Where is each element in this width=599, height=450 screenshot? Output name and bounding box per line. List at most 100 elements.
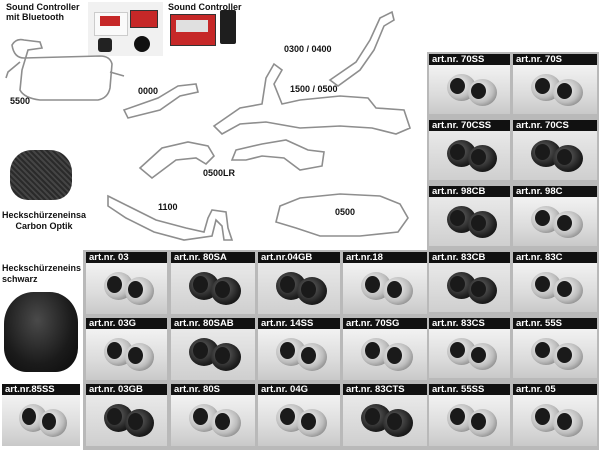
part-0300-outline: [328, 10, 395, 87]
tip-tile-label: art.nr. 70CSS: [429, 120, 510, 131]
tip-tile[interactable]: art.nr. 83CS: [429, 318, 510, 378]
part-1100-label: 1100: [158, 202, 178, 212]
tip-tile-label: art.nr. 05: [513, 384, 597, 395]
tip-tile-label: art.nr. 70CS: [513, 120, 597, 131]
tip-opening-shape: [387, 281, 402, 298]
tip-pipe-shape: [468, 79, 497, 106]
part-0500lr-label: 0500LR: [203, 168, 236, 178]
tip-tile[interactable]: art.nr. 70SS: [429, 54, 510, 114]
tip-opening-shape: [557, 83, 572, 99]
tip-tile-label: art.nr. 80SA: [171, 252, 255, 263]
tip-tile-label: art.nr. 83C: [513, 252, 597, 263]
tip-opening-shape: [387, 413, 402, 430]
tip-opening-shape: [128, 413, 143, 430]
tip-tile[interactable]: art.nr. 83CTS: [343, 384, 427, 446]
tip-pipe-shape: [468, 409, 497, 437]
tip-photo: [513, 131, 597, 180]
tip-tile[interactable]: art.nr. 03G: [86, 318, 167, 380]
tip-opening-shape: [450, 342, 465, 358]
tip-tile[interactable]: art.nr.04GB: [258, 252, 340, 314]
tip-opening-shape: [280, 408, 295, 425]
tip-tile-label: art.nr. 83CS: [429, 318, 510, 329]
tip-tile[interactable]: art.nr. 80S: [171, 384, 255, 446]
tip-photo: [258, 263, 340, 314]
part-5500-label: 5500: [10, 96, 31, 106]
tip-tile-label: art.nr. 55SS: [429, 384, 510, 395]
sound-controller-label: Sound Controller: [168, 2, 242, 12]
tip-photo: [343, 329, 427, 380]
tip-pipe-shape: [468, 211, 497, 238]
tip-photo: [429, 197, 510, 246]
tip-tile[interactable]: art.nr. 05: [513, 384, 597, 446]
tip-opening-shape: [301, 413, 316, 430]
tip-opening-shape: [471, 413, 486, 430]
tip-pipe-shape: [211, 277, 241, 305]
tip-opening-shape: [535, 342, 550, 358]
tip-opening-shape: [557, 347, 572, 363]
tip-tile-label: art.nr. 98CB: [429, 186, 510, 197]
tip-photo: [258, 329, 340, 380]
part-0000-label: 0000: [138, 86, 159, 96]
tip-tile[interactable]: art.nr. 03GB: [86, 384, 167, 446]
tip-tile[interactable]: art.nr. 80SAB: [171, 318, 255, 380]
tip-tile[interactable]: art.nr. 98CB: [429, 186, 510, 246]
part-0500lr-outline: [138, 139, 325, 180]
tip-tile-label: art.nr.04GB: [258, 252, 340, 263]
tip-tile[interactable]: art.nr. 80SA: [171, 252, 255, 314]
tip-tile[interactable]: art.nr.85SS: [2, 384, 80, 446]
tip-tile-label: art.nr. 03: [86, 252, 167, 263]
tip-opening-shape: [215, 413, 230, 430]
tip-opening-shape: [365, 342, 380, 359]
carbon-insert-image: [10, 150, 72, 200]
tip-tile-label: art.nr. 03G: [86, 318, 167, 329]
part-5500-pipe: [5, 61, 125, 79]
tip-opening-shape: [450, 276, 465, 292]
tip-tile-label: art.nr. 55S: [513, 318, 597, 329]
tip-tile-label: art.nr. 83CTS: [343, 384, 427, 395]
tip-tile[interactable]: art.nr. 83CB: [429, 252, 510, 312]
tip-opening-shape: [450, 78, 465, 94]
tip-tile[interactable]: art.nr. 70CS: [513, 120, 597, 180]
tip-tile[interactable]: art.nr.18: [343, 252, 427, 314]
tip-pipe-shape: [297, 409, 327, 437]
tip-tile[interactable]: art.nr. 55SS: [429, 384, 510, 446]
part-0300-label: 0300 / 0400: [284, 44, 332, 54]
tip-pipe-shape: [125, 409, 154, 437]
sound-controller-image: [170, 8, 240, 50]
tip-pipe-shape: [553, 277, 583, 304]
tip-opening-shape: [215, 347, 230, 364]
part-5500-outline: [11, 38, 113, 101]
tip-tile-label: art.nr. 70SS: [429, 54, 510, 65]
tip-photo: [171, 329, 255, 380]
tip-opening-shape: [280, 276, 295, 293]
tip-pipe-shape: [125, 343, 154, 371]
tip-tile[interactable]: art.nr. 70CSS: [429, 120, 510, 180]
tip-tile-label: art.nr. 70S: [513, 54, 597, 65]
tip-photo: [258, 395, 340, 446]
tip-pipe-shape: [553, 409, 583, 437]
part-0500-outline: [275, 193, 409, 237]
tip-tile[interactable]: art.nr. 04G: [258, 384, 340, 446]
tip-opening-shape: [557, 281, 572, 297]
tip-pipe-shape: [553, 343, 583, 370]
tip-tile[interactable]: art.nr. 55S: [513, 318, 597, 378]
tip-pipe-shape: [468, 343, 497, 370]
tip-tile[interactable]: art.nr. 14SS: [258, 318, 340, 380]
part-1100-outline: [107, 194, 234, 241]
tip-opening-shape: [215, 281, 230, 298]
tip-opening-shape: [450, 408, 465, 425]
tip-tile[interactable]: art.nr. 70S: [513, 54, 597, 114]
tip-opening-shape: [535, 408, 550, 425]
tip-opening-shape: [365, 408, 380, 425]
tip-tile[interactable]: art.nr. 83C: [513, 252, 597, 312]
sound-controller-bt-image: [88, 2, 163, 56]
tip-opening-shape: [193, 408, 208, 425]
tip-tile[interactable]: art.nr. 70SG: [343, 318, 427, 380]
tip-tile[interactable]: art.nr. 98C: [513, 186, 597, 246]
tip-tile[interactable]: art.nr. 03: [86, 252, 167, 314]
tip-pipe-shape: [383, 277, 413, 305]
tip-pipe-shape: [125, 277, 154, 305]
tip-pipe-shape: [468, 145, 497, 172]
tip-opening-shape: [280, 342, 295, 359]
tip-photo: [429, 65, 510, 114]
